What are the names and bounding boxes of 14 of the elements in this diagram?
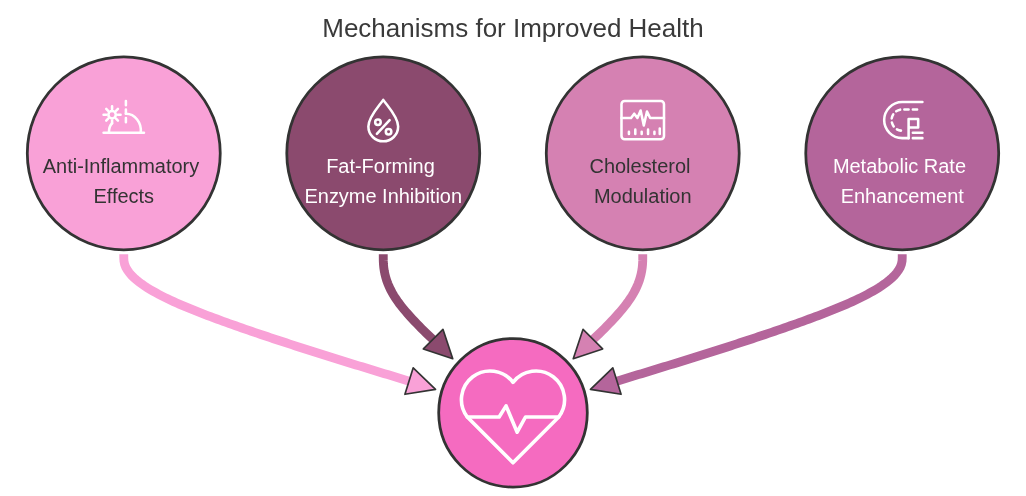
mechanism-label: Metabolic Rate Enhancement xyxy=(831,154,967,210)
mechanism-label: Cholesterol Modulation xyxy=(588,154,693,210)
arrow xyxy=(572,253,648,360)
mechanism-circle xyxy=(804,55,1001,252)
mechanism-circle xyxy=(285,55,482,252)
title: Mechanisms for Improved Health xyxy=(322,12,704,44)
arrow xyxy=(378,253,454,360)
mechanism-label: Anti-Inflammatory Effects xyxy=(41,154,201,210)
arrow xyxy=(119,253,437,396)
arrow xyxy=(589,253,907,396)
mechanism-circle xyxy=(544,55,741,252)
mechanism-circle xyxy=(25,55,222,252)
mechanism-label: Fat-Forming Enzyme Inhibition xyxy=(303,154,463,210)
central-circle xyxy=(437,337,589,489)
